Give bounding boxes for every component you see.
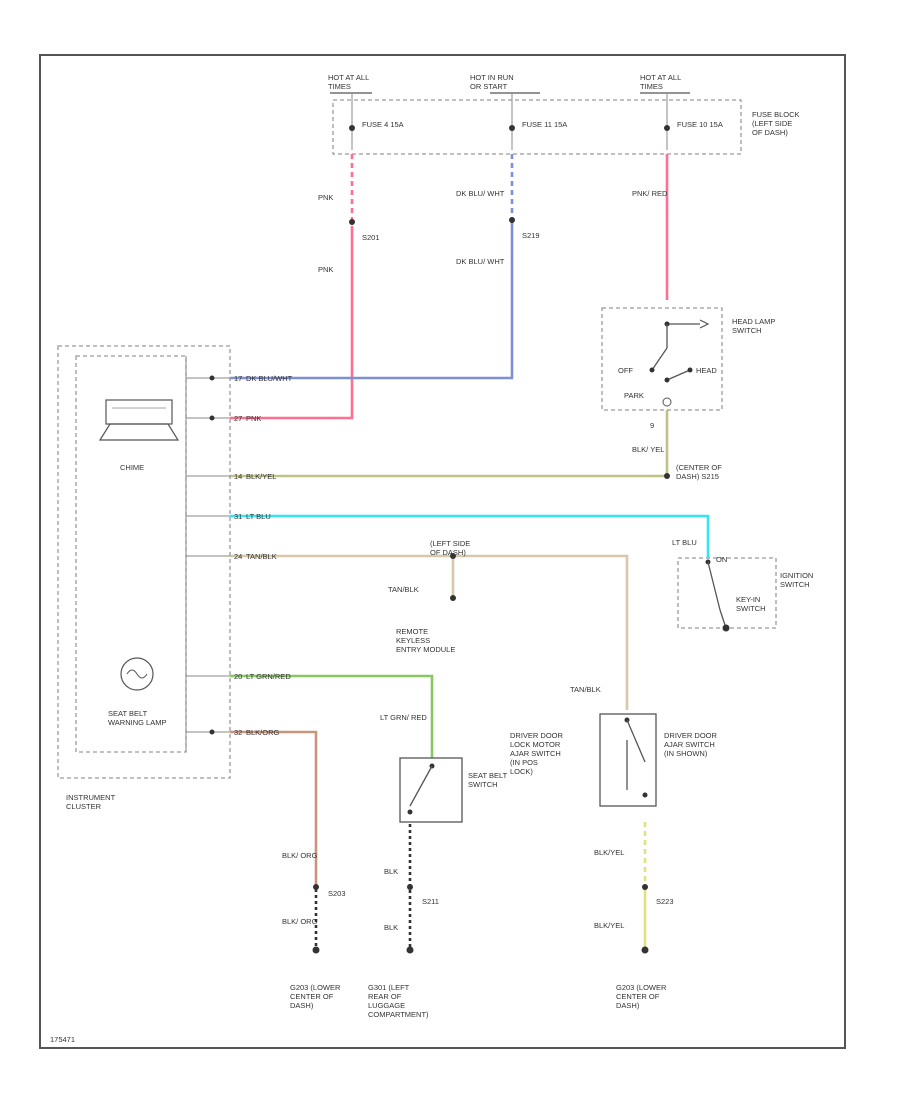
pin-24: 24 — [234, 552, 242, 561]
splice-s201: S201 — [362, 233, 380, 242]
splice-s223: S223 — [656, 897, 674, 906]
pin-32: 32 — [234, 728, 242, 737]
head-label: HEAD — [696, 366, 717, 375]
cluster-label-pnk: PNK — [246, 414, 261, 423]
wire-tan-blk — [230, 554, 629, 710]
cluster-label-blk-yel: BLK/YEL — [246, 472, 276, 481]
pin-17: 17 — [234, 374, 242, 383]
wire-label-tan-blk-1: TAN/BLK — [388, 585, 419, 594]
wire-dk-blu-wht-lower — [230, 222, 514, 380]
wire-label-blk-yel-b-2: BLK/YEL — [594, 921, 624, 930]
fuse-11: FUSE 11 15A — [522, 120, 567, 129]
wire-blk-yel — [230, 410, 669, 478]
wire-label-lt-blu: LT BLU — [672, 538, 697, 547]
off-label: OFF — [618, 366, 633, 375]
wire-label-blk-org-1: BLK/ ORG — [282, 851, 318, 860]
lamp-icon — [120, 657, 154, 691]
cluster-label-dk-blu-wht: DK BLU/WHT — [246, 374, 293, 383]
park-label: PARK — [624, 391, 644, 400]
wire-label-tan-blk-2: TAN/BLK — [570, 685, 601, 694]
wire-label-blk-1: BLK — [384, 867, 398, 876]
switch-pin-9: 9 — [650, 421, 654, 430]
pin-20: 20 — [234, 672, 242, 681]
cluster-label-tan-blk: TAN/BLK — [246, 552, 277, 561]
cluster-label-blk-org: BLK/ORG — [246, 728, 280, 737]
wire-pnk-lower — [230, 226, 354, 420]
wire-lt-blu — [230, 514, 710, 558]
chime-icon — [98, 399, 180, 441]
splice-s203: S203 — [328, 889, 346, 898]
wire-label-blk-yel-b-1: BLK/YEL — [594, 848, 624, 857]
figure-id: 175471 — [50, 1035, 75, 1044]
pin-31: 31 — [234, 512, 242, 521]
cluster-label-lt-blu: LT BLU — [246, 512, 271, 521]
wire-label-dkblu-1: DK BLU/ WHT — [456, 189, 505, 198]
chime-label: CHIME — [120, 463, 144, 472]
splice-s211: S211 — [422, 897, 439, 906]
wire-label-blk-yel: BLK/ YEL — [632, 445, 664, 454]
cluster-label-lt-grn-red: LT GRN/RED — [246, 672, 291, 681]
wire-label-pnk-2: PNK — [318, 265, 333, 274]
wire-label-lt-grn-red: LT GRN/ RED — [380, 713, 427, 722]
wire-label-pnk-1: PNK — [318, 193, 333, 202]
wire-lt-grn-red — [230, 674, 434, 758]
pin-14: 14 — [234, 472, 242, 481]
pin-27: 27 — [234, 414, 242, 423]
wire-label-blk-org-2: BLK/ ORG — [282, 917, 318, 926]
wire-label-dkblu-2: DK BLU/ WHT — [456, 257, 505, 266]
on-label: ON — [716, 555, 727, 564]
wire-blk-org — [230, 730, 318, 885]
fuse-10: FUSE 10 15A — [677, 120, 723, 129]
wire-label-blk-2: BLK — [384, 923, 398, 932]
splice-s219: S219 — [522, 231, 540, 240]
wire-label-pnk-red: PNK/ RED — [632, 189, 668, 198]
fuse-4: FUSE 4 15A — [362, 120, 404, 129]
diagram-border — [39, 54, 846, 1049]
